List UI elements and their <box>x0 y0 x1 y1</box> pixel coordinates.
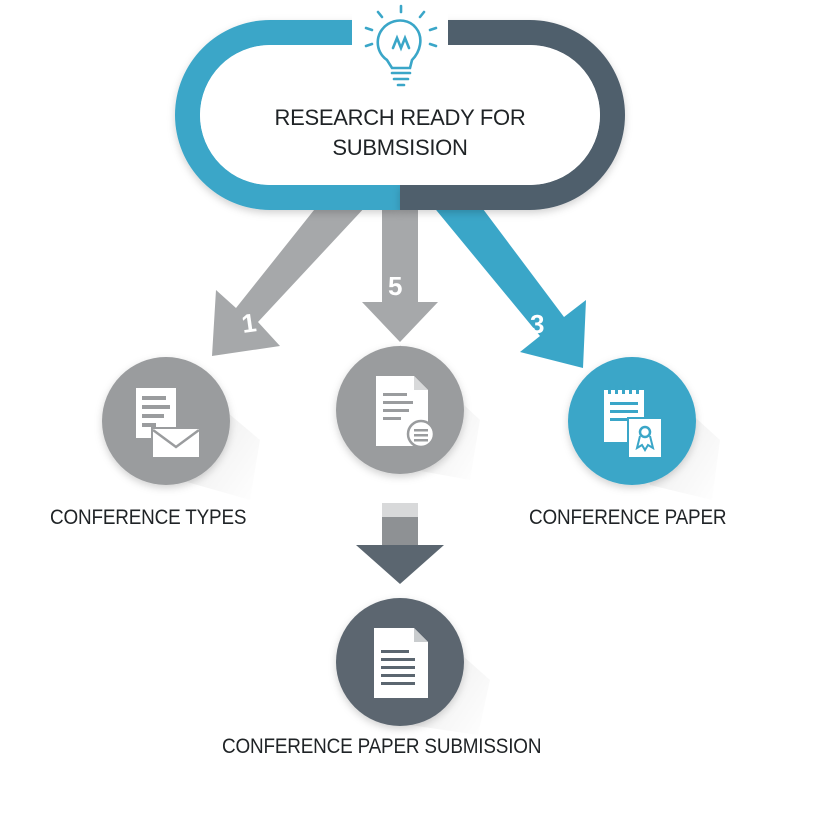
start-title-line2: SUBMSISION <box>332 135 468 160</box>
document-mail-icon <box>136 388 201 459</box>
arrow-5-number: 5 <box>388 271 402 301</box>
lightbulb-icon <box>364 4 438 87</box>
arrow-1: 1 <box>212 205 367 356</box>
document-badge-icon <box>376 376 436 449</box>
arrow-down-final <box>356 503 444 584</box>
start-title-line1: RESEARCH READY FOR <box>274 105 526 130</box>
node-middle <box>336 345 480 480</box>
arrow-1-number: 1 <box>240 307 259 339</box>
node-final-submission <box>336 598 490 735</box>
node-conference-types <box>102 357 260 500</box>
label-conference-types: CONFERENCE TYPES <box>50 506 247 529</box>
label-conference-paper-submission: CONFERENCE PAPER SUBMISSION <box>222 735 542 758</box>
notepad-certificate-icon <box>604 385 663 459</box>
label-conference-paper: CONFERENCE PAPER <box>529 506 727 529</box>
arrow-5: 5 <box>362 205 438 342</box>
arrow-3: 3 <box>432 205 586 368</box>
arrow-3-number: 3 <box>530 309 544 339</box>
start-title: RESEARCH READY FOR SUBMSISION <box>230 103 570 163</box>
node-conference-paper <box>568 357 720 500</box>
document-icon <box>374 628 428 698</box>
